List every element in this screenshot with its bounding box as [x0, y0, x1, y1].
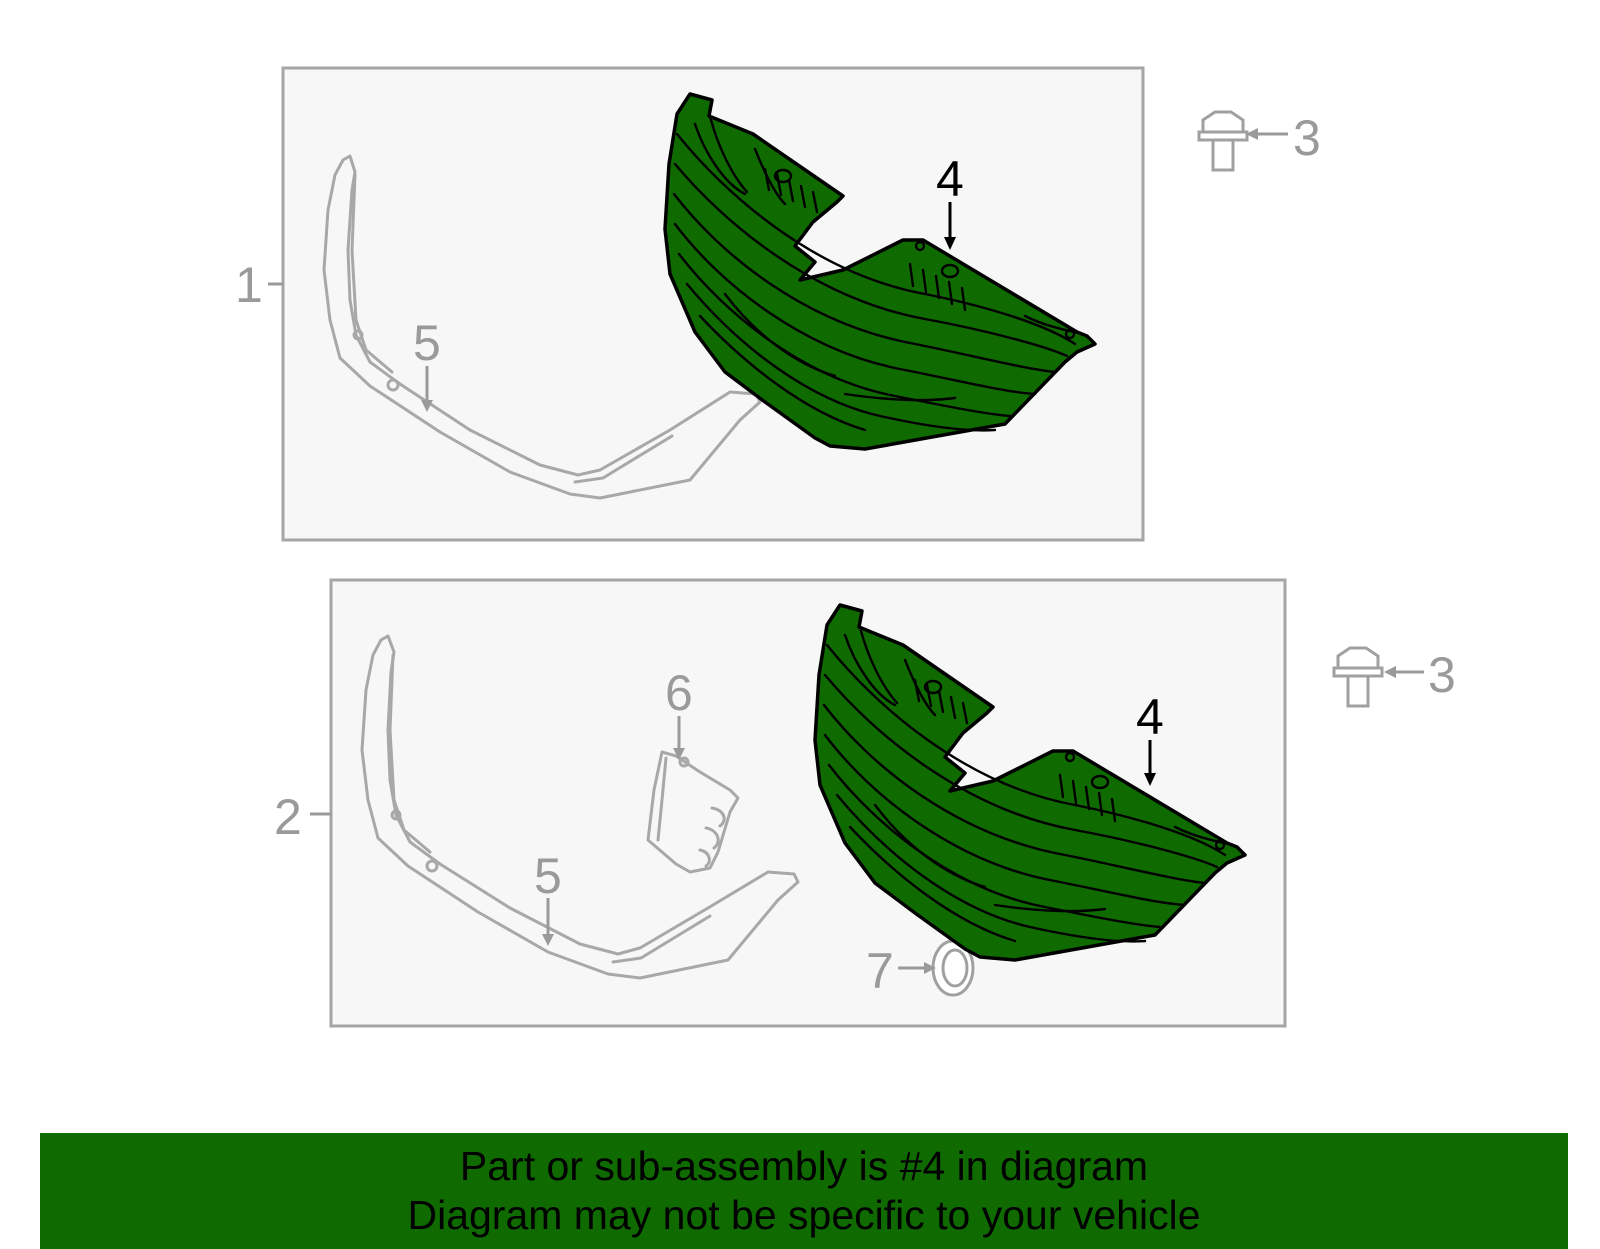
bracket-part: [646, 750, 740, 874]
molding-part: [322, 154, 762, 500]
callout-5-bottom: 5: [534, 848, 562, 904]
callout-7: 7: [866, 943, 894, 999]
callout-6: 6: [665, 665, 693, 721]
callout-3-top: 3: [1293, 110, 1321, 166]
assembly-2-panel: [329, 578, 1287, 1028]
callout-4-bottom: 4: [1136, 689, 1164, 745]
callout-2: 2: [274, 789, 302, 845]
bolt-part-top: [1197, 110, 1249, 172]
leader-lines: [268, 128, 1424, 974]
callout-5-top: 5: [413, 315, 441, 371]
bolt-part-bottom: [1332, 646, 1384, 708]
molding-part: [360, 634, 800, 980]
banner-line-2: Diagram may not be specific to your vehi…: [407, 1192, 1201, 1238]
callout-1: 1: [235, 257, 263, 313]
callout-3-bottom: 3: [1428, 647, 1456, 703]
info-banner: Part or sub-assembly is #4 in diagram Di…: [40, 1133, 1568, 1249]
banner-line-1: Part or sub-assembly is #4 in diagram: [459, 1143, 1149, 1189]
callout-4-top: 4: [936, 151, 964, 207]
assembly-1-panel: [281, 66, 1145, 542]
